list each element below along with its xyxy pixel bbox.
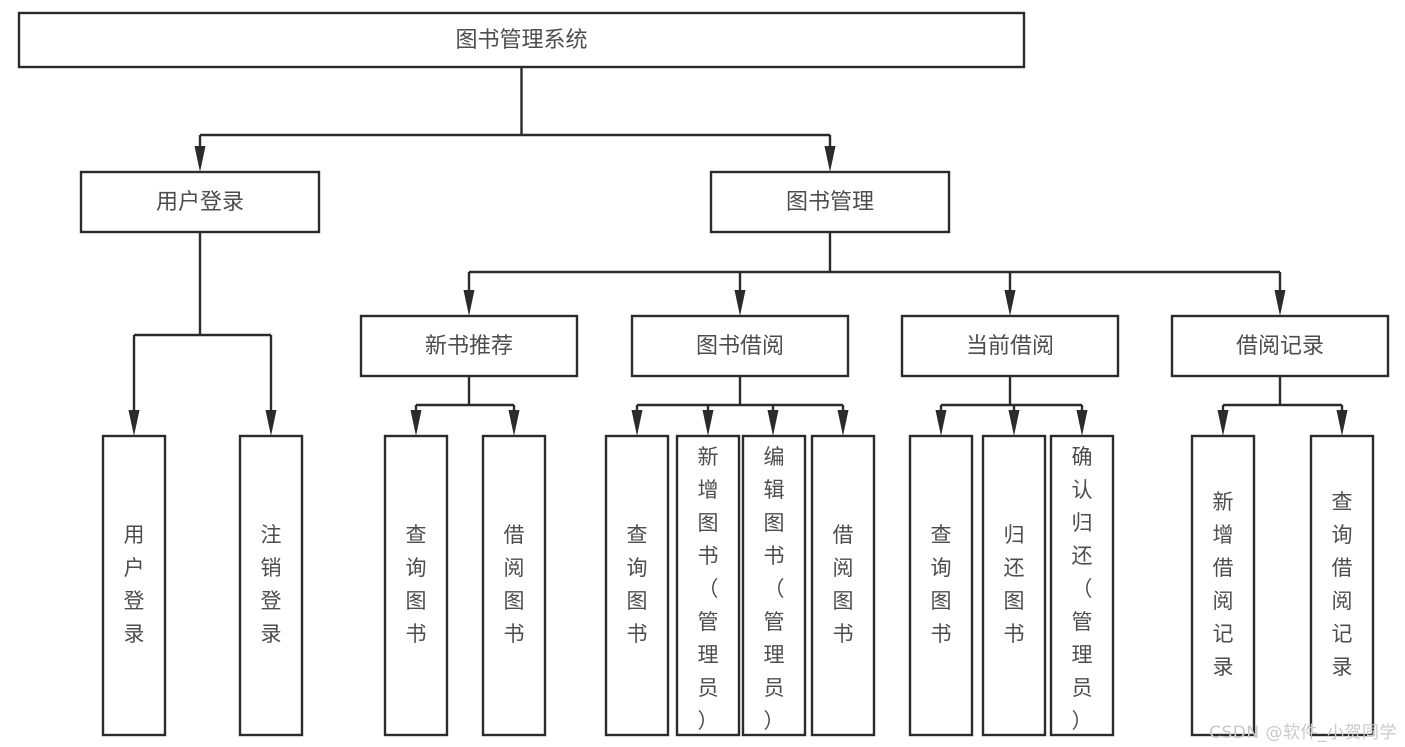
node-leaf-add-borrow-record[interactable]: 新增借阅记录 (1190, 434, 1256, 737)
node-leaf-borrow-book[interactable]: 借阅图书 (810, 434, 876, 737)
node-label: 查询图书 (931, 523, 952, 646)
node-current-borrow[interactable]: 当前借阅 (900, 314, 1120, 378)
node-leaf-query-book-current[interactable]: 查询图书 (908, 434, 974, 737)
node-root[interactable]: 图书管理系统 (17, 11, 1026, 69)
node-label: 归还图书 (1004, 523, 1025, 646)
node-label: 新增借阅记录 (1213, 490, 1234, 679)
node-label: 借阅图书 (504, 523, 525, 646)
node-leaf-confirm-return[interactable]: 确认归还（管理员） (1049, 434, 1115, 737)
node-label: 编辑图书（管理员） (764, 445, 785, 733)
node-label: 图书借阅 (696, 334, 784, 359)
node-leaf-borrow-book-recommend[interactable]: 借阅图书 (481, 434, 547, 737)
node-user-login[interactable]: 用户登录 (79, 170, 321, 234)
node-leaf-query-book-borrow[interactable]: 查询图书 (604, 434, 670, 737)
node-label: 当前借阅 (966, 334, 1054, 359)
node-book-manage[interactable]: 图书管理 (709, 170, 951, 234)
connector-book-manage-to-level3 (463, 232, 1286, 316)
node-leaf-user-logout[interactable]: 注销登录 (238, 434, 304, 737)
node-label: 图书管理系统 (455, 28, 587, 53)
connector-root-to-level2 (194, 67, 836, 172)
node-label: 用户登录 (124, 523, 145, 646)
connector-new-book-recommend-to-leaves (410, 376, 520, 436)
connector-book-borrow-to-leaves (631, 376, 849, 436)
node-label: 新书推荐 (425, 334, 513, 359)
node-label: 确认归还（管理员） (1072, 445, 1093, 733)
node-label: 新增图书（管理员） (698, 445, 719, 733)
node-label: 注销登录 (261, 523, 282, 646)
node-leaf-return-book[interactable]: 归还图书 (981, 434, 1047, 737)
node-label: 查询借阅记录 (1332, 490, 1353, 679)
node-book-borrow[interactable]: 图书借阅 (630, 314, 850, 378)
node-label: 查询图书 (627, 523, 648, 646)
node-label: 查询图书 (406, 523, 427, 646)
node-label: 用户登录 (156, 190, 244, 215)
connector-borrow-record-to-leaves (1217, 376, 1348, 436)
csdn-watermark: CSDN @软件_小贺同学 (1209, 723, 1397, 743)
node-leaf-query-borrow-record[interactable]: 查询借阅记录 (1309, 434, 1375, 737)
node-new-book-recommend[interactable]: 新书推荐 (359, 314, 579, 378)
node-leaf-query-book-recommend[interactable]: 查询图书 (383, 434, 449, 737)
connector-user-login-to-leaves (128, 232, 277, 436)
node-label: 借阅记录 (1236, 334, 1324, 359)
node-borrow-record[interactable]: 借阅记录 (1170, 314, 1390, 378)
node-label: 图书管理 (786, 190, 874, 215)
node-leaf-user-login[interactable]: 用户登录 (101, 434, 167, 737)
node-leaf-add-book[interactable]: 新增图书（管理员） (675, 434, 741, 737)
node-leaf-edit-book[interactable]: 编辑图书（管理员） (741, 434, 807, 737)
node-label: 借阅图书 (833, 523, 854, 646)
connector-current-borrow-to-leaves (935, 376, 1088, 436)
